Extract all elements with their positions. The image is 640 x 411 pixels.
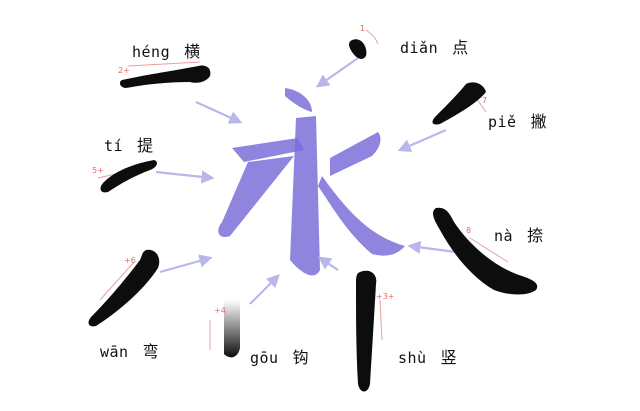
hanzi-wan: 弯 [142, 342, 159, 361]
arrow-heng [195, 100, 243, 124]
hanzi-na: 捺 [527, 226, 544, 245]
ti-stroke [100, 160, 157, 193]
heng-stroke [119, 65, 211, 88]
pie-stroke [432, 82, 486, 125]
label-pie: piě 撇 [488, 108, 547, 132]
pinyin-gou: gōu [250, 349, 279, 367]
center-na-stroke [318, 176, 405, 256]
pinyin-na: nà [494, 227, 514, 245]
label-ti: tí 提 [104, 132, 153, 156]
order-ti: 5+ [92, 166, 104, 175]
order-heng: 2+ [118, 66, 130, 75]
hanzi-pie: 撇 [530, 112, 547, 131]
arrow-pie [397, 128, 447, 152]
pinyin-pie: piě [488, 113, 517, 131]
order-na: 8 [466, 226, 472, 235]
na-stroke [433, 207, 538, 295]
arrows [155, 57, 457, 305]
label-dian: diǎn 点 [400, 34, 468, 58]
center-pie-right-stroke [330, 132, 381, 176]
center-yong-glyph [218, 88, 405, 276]
label-na: nà 捺 [494, 222, 543, 246]
pinyin-wan: wān [100, 343, 129, 361]
dian-stroke [349, 39, 367, 59]
hanzi-dian: 点 [452, 38, 469, 57]
center-pie-left-stroke [218, 156, 294, 238]
order-pie: 7 [482, 96, 488, 105]
hanzi-gou: 钩 [292, 348, 309, 367]
pinyin-ti: tí [104, 137, 124, 155]
label-wan: wān 弯 [100, 338, 159, 362]
order-dian: 1 [360, 24, 366, 33]
gou-stroke [224, 300, 240, 358]
label-heng: héng 横 [132, 38, 200, 62]
shu-stroke [356, 270, 377, 392]
order-gou: +4 [214, 306, 226, 315]
hanzi-ti: 提 [137, 136, 154, 155]
arrow-shu [317, 256, 339, 271]
hanzi-heng: 横 [184, 42, 201, 61]
pinyin-heng: héng [132, 43, 171, 61]
arrow-gou [249, 274, 280, 305]
pinyin-dian: diǎn [400, 39, 439, 57]
arrow-na [407, 240, 457, 254]
arrow-wan [159, 254, 213, 274]
label-gou: gōu 钩 [250, 344, 309, 368]
order-wan: +6 [124, 256, 136, 265]
arrow-dian [315, 57, 359, 88]
label-shu: shù 竖 [398, 344, 457, 368]
calligraphy-strokes [88, 39, 538, 392]
center-dian-stroke [285, 88, 312, 112]
arrow-ti [155, 170, 215, 184]
hanzi-shu: 竖 [440, 348, 457, 367]
pinyin-shu: shù [398, 349, 427, 367]
wan-stroke [88, 249, 160, 327]
order-shu: +3+ [376, 292, 395, 301]
center-heng-stroke [232, 138, 304, 162]
center-shu-gou-stroke [290, 116, 320, 276]
